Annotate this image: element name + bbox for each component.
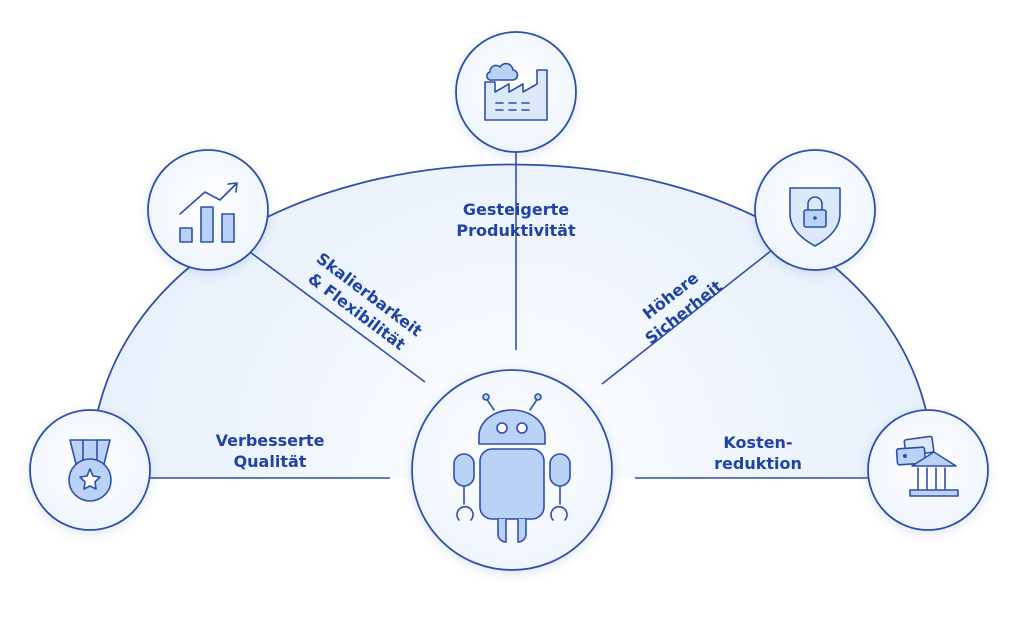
node-qualitaet [29,409,151,531]
label-kosten-line-2: reduktion [714,454,802,473]
node-skalierbarkeit [147,149,269,271]
arch-outline [89,163,935,479]
label-qualitaet: Verbesserte Qualität [200,430,340,472]
label-qualitaet-line-2: Qualität [233,452,307,471]
node-produktivitaet [455,31,577,153]
node-sicherheit [754,149,876,271]
bank-money-icon [895,435,959,497]
node-kosten [867,409,989,531]
label-kosten-line-1: Kosten- [723,433,793,452]
bar-chart-growth-icon [179,182,238,243]
medal-star-icon [68,439,112,502]
connector-lines [148,152,868,479]
label-kosten: Kosten- reduktion [698,432,818,474]
shield-lock-icon [789,187,841,247]
robot-icon [453,393,571,543]
label-produktivitaet-line-2: Produktivität [456,221,576,240]
arch-background [90,164,934,478]
label-produktivitaet: Gesteigerte Produktivität [436,199,596,241]
factory-icon [484,62,548,121]
center-node [411,369,613,571]
label-qualitaet-line-1: Verbesserte [215,431,325,450]
label-produktivitaet-line-1: Gesteigerte [462,200,570,219]
